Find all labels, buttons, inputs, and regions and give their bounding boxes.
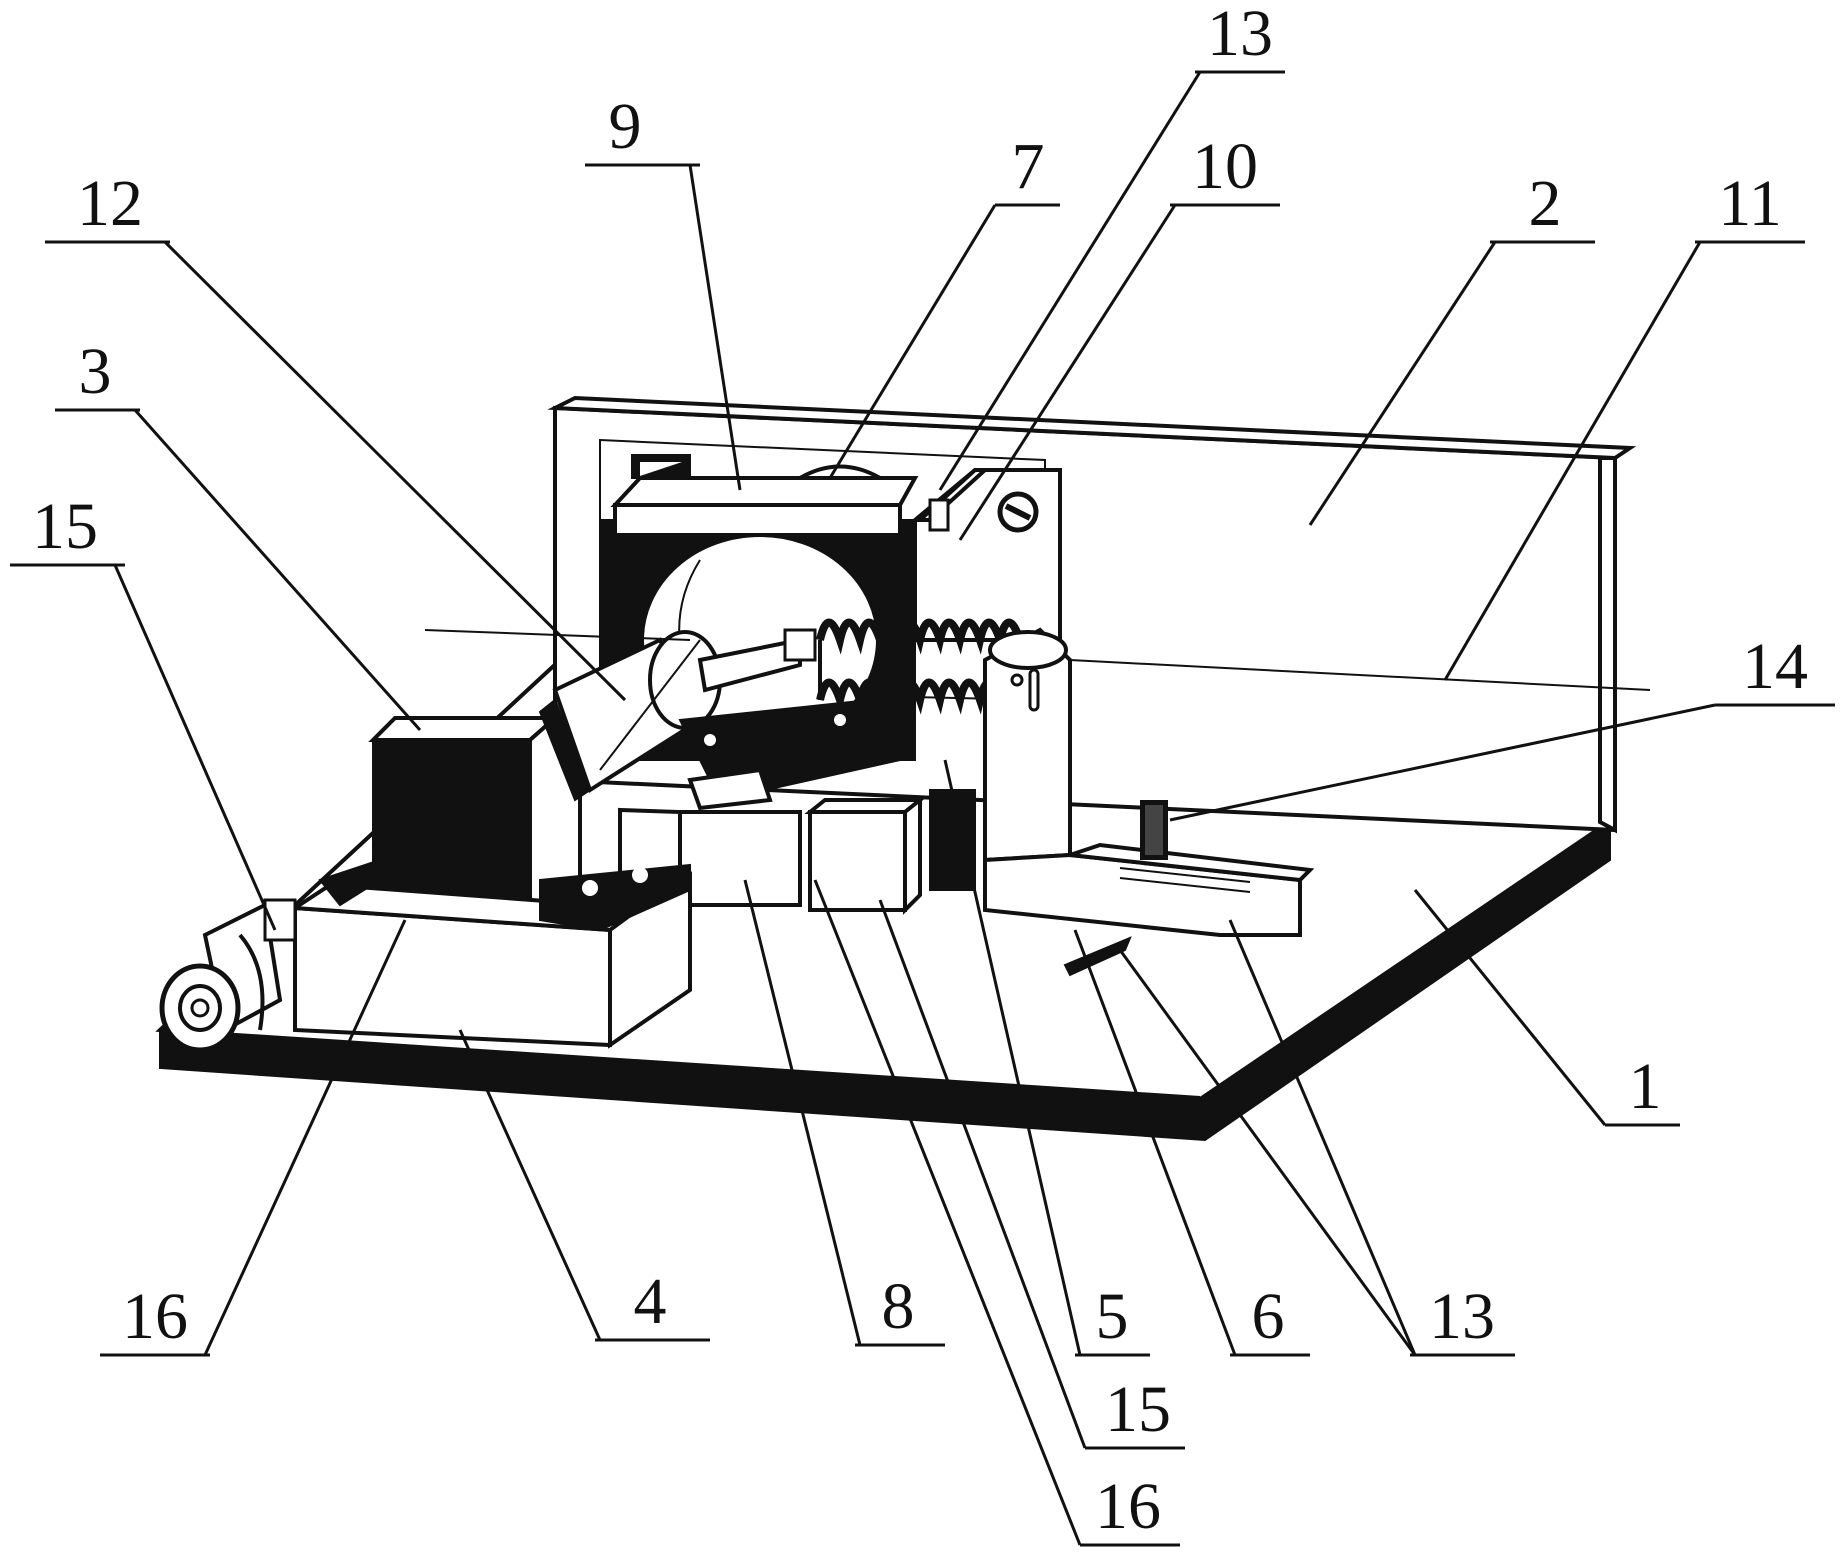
label-6: 6 <box>1252 1280 1285 1353</box>
shaft-cylinder <box>538 628 817 802</box>
label-4: 4 <box>634 1265 667 1338</box>
label-9: 9 <box>609 90 642 163</box>
part-number-labels: 9 13 7 10 12 2 11 3 15 14 1 16 4 8 5 6 1… <box>32 0 1808 1543</box>
l-bracket <box>983 627 1315 977</box>
label-13-top: 13 <box>1207 0 1273 70</box>
label-10: 10 <box>1192 130 1258 203</box>
label-11: 11 <box>1718 167 1782 240</box>
right-bracket <box>913 468 1062 642</box>
label-16-left: 16 <box>122 1280 188 1353</box>
axis-lines <box>424 629 1651 691</box>
label-2: 2 <box>1529 167 1562 240</box>
label-13-bottom: 13 <box>1429 1280 1495 1353</box>
label-1: 1 <box>1629 1050 1662 1123</box>
adjust-knob <box>159 898 297 1053</box>
adjust-screw <box>1140 800 1168 860</box>
label-7: 7 <box>1012 130 1045 203</box>
label-16-bottom: 16 <box>1095 1470 1161 1543</box>
front-left-block <box>288 858 692 1049</box>
leader-lines <box>10 70 1835 1547</box>
center-slide-blocks <box>618 698 976 915</box>
label-8: 8 <box>882 1270 915 1343</box>
label-3: 3 <box>79 335 112 408</box>
label-15-left: 15 <box>32 490 98 563</box>
label-5: 5 <box>1096 1280 1129 1353</box>
label-12: 12 <box>77 167 143 240</box>
label-15-bottom: 15 <box>1105 1373 1171 1446</box>
label-14: 14 <box>1742 630 1808 703</box>
